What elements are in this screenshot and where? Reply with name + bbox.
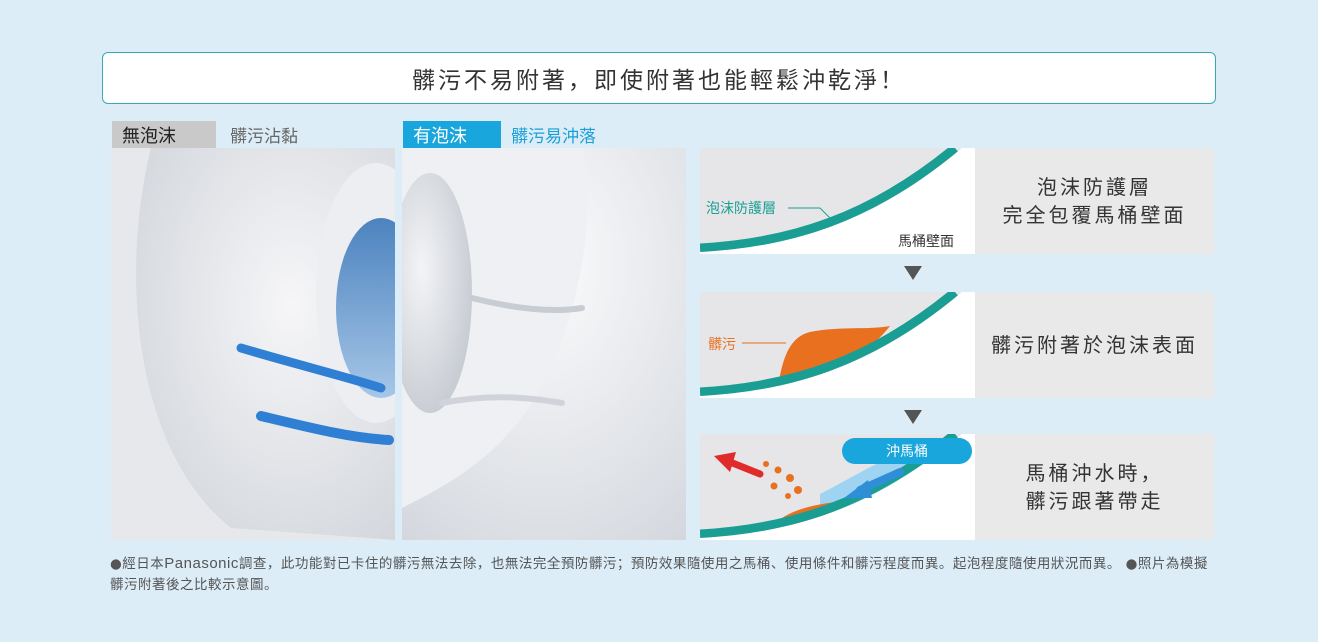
step-2-panel: 髒污 髒污附著於泡沫表面 xyxy=(700,292,1214,398)
foam-tag: 有泡沫 xyxy=(403,121,501,148)
step-3-line-1: 馬桶沖水時， xyxy=(1025,461,1164,485)
foam-desc: 髒污易沖落 xyxy=(511,127,596,147)
foam-label: 有泡沫 髒污易沖落 xyxy=(403,121,596,148)
step-3-panel: 沖馬桶 馬桶沖水時， 髒污跟著帶走 xyxy=(700,434,1214,540)
no-foam-tag: 無泡沫 xyxy=(112,121,216,148)
headline-box: 髒污不易附著，即使附著也能輕鬆沖乾淨！ xyxy=(102,52,1216,104)
step-1-line-1: 泡沫防護層 xyxy=(1037,175,1152,199)
dirt-callout: 髒污 xyxy=(708,337,736,353)
step-1-panel: 泡沫防護層 馬桶壁面 泡沫防護層 完全包覆馬桶壁面 xyxy=(700,148,1214,254)
headline: 髒污不易附著，即使附著也能輕鬆沖乾淨！ xyxy=(412,68,906,94)
step-2-text: 髒污附著於泡沫表面 xyxy=(975,292,1214,398)
no-foam-photo xyxy=(111,148,395,540)
flush-badge: 沖馬桶 xyxy=(842,438,972,464)
down-arrow-2 xyxy=(904,410,922,424)
step-3-line-2: 髒污跟著帶走 xyxy=(1025,489,1164,513)
footnote: ●經日本Panasonic調查，此功能對已卡住的髒污無法去除，也無法完全預防髒污… xyxy=(110,553,1220,596)
step-2-line-1: 髒污附著於泡沫表面 xyxy=(991,333,1198,357)
footnote-part-1: ●經日本 xyxy=(110,556,165,572)
foam-layer-callout: 泡沫防護層 xyxy=(706,201,776,217)
foam-layer-graphic xyxy=(700,148,975,254)
toilet-wall-label: 馬桶壁面 xyxy=(898,234,954,250)
step-1-text: 泡沫防護層 完全包覆馬桶壁面 xyxy=(975,148,1214,254)
dirt-on-foam-graphic xyxy=(700,292,975,398)
no-foam-label: 無泡沫 髒污沾黏 xyxy=(112,121,298,148)
flush-label: 沖馬桶 xyxy=(886,444,928,460)
step-3-text: 馬桶沖水時， 髒污跟著帶走 xyxy=(975,434,1214,540)
photo-divider xyxy=(395,148,402,540)
step-1-line-2: 完全包覆馬桶壁面 xyxy=(1002,203,1187,227)
footnote-part-2: 調查，此功能對已卡住的髒污無法去除，也無法完全預防髒污；預防效果隨使用之馬桶、使… xyxy=(110,556,1208,593)
footnote-brand: Panasonic xyxy=(164,555,239,572)
no-foam-desc: 髒污沾黏 xyxy=(230,127,298,147)
down-arrow-1 xyxy=(904,266,922,280)
foam-photo xyxy=(402,148,686,540)
